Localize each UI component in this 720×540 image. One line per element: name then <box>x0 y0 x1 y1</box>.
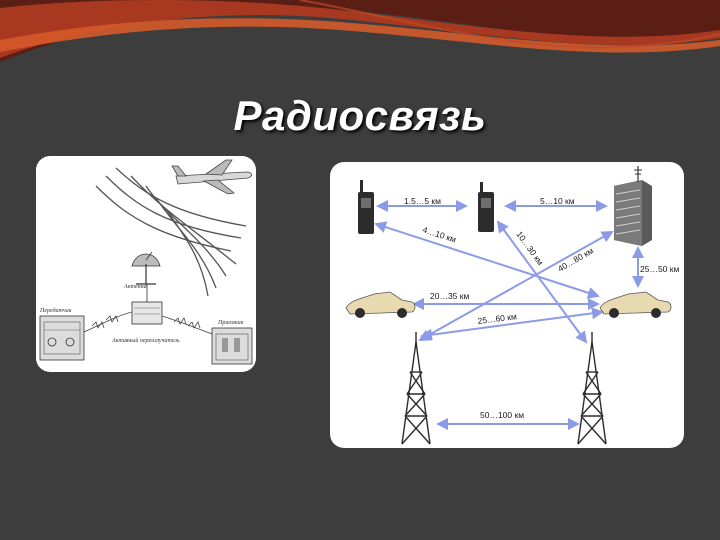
receiver-icon <box>211 327 253 365</box>
airplane-icon <box>171 159 252 195</box>
dish-antenna-icon <box>131 251 161 285</box>
distance-label: 50…100 км <box>480 410 524 420</box>
walkie-talkie-icon <box>358 180 374 234</box>
distance-label: 1.5…5 км <box>404 196 441 206</box>
building-icon <box>614 166 652 246</box>
distance-label: 25…60 км <box>477 311 517 326</box>
distance-label: 10…30 км <box>514 229 545 267</box>
radio-link-sketch-panel: Передатчик Антенна Приемник Активный пер… <box>36 156 256 372</box>
radio-tower-icon <box>577 332 607 445</box>
walkie-talkie-icon <box>478 182 494 232</box>
distance-label: 5…10 км <box>540 196 575 206</box>
signal-links <box>83 311 213 335</box>
radio-ranges-panel: 1.5…5 км 5…10 км 4…10 км 10…30 км 40…80 … <box>330 162 684 448</box>
distance-label: 4…10 км <box>421 224 457 244</box>
slide-title: Радиосвязь <box>233 92 487 139</box>
header-swoosh <box>0 0 720 62</box>
car-icon <box>599 291 672 318</box>
distance-label: 20…35 км <box>430 291 469 301</box>
repeater-label: Активный переизлучатель <box>111 337 180 344</box>
distance-label: 25…50 км <box>640 264 679 274</box>
receiver-label: Приемник <box>217 320 244 326</box>
range-arrows <box>374 200 644 430</box>
repeater-icon <box>131 284 163 325</box>
transmitter-icon <box>39 315 85 361</box>
radio-tower-icon <box>401 332 431 445</box>
antenna-label: Антенна <box>123 284 147 290</box>
transmitter-label: Передатчик <box>39 307 72 314</box>
radio-waves <box>95 167 247 297</box>
car-icon <box>345 291 416 318</box>
